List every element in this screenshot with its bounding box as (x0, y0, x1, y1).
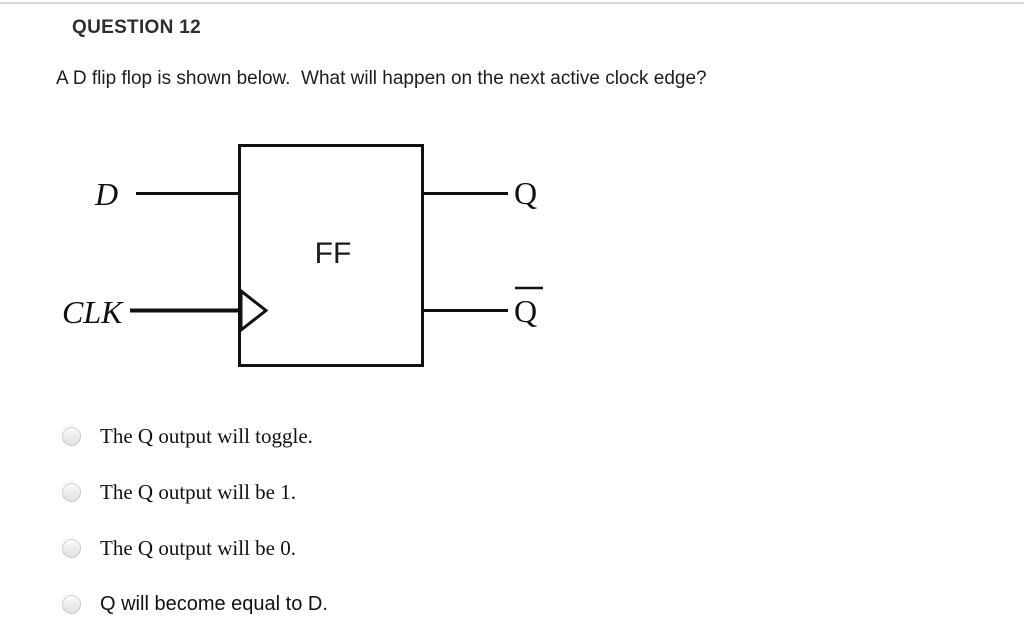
ff-body-box (238, 144, 424, 367)
answer-option-label-4[interactable]: Q will become equal to D. (100, 592, 328, 615)
clock-triangle-icon (239, 287, 269, 334)
input-label-d: D (94, 176, 118, 212)
answer-option-label-2[interactable]: The Q output will be 1. (100, 479, 296, 504)
page-title: QUESTION 12 (72, 17, 201, 38)
answer-option-3[interactable]: The Q output will be 0. (62, 520, 762, 576)
answer-option-1[interactable]: The Q output will toggle. (62, 408, 762, 464)
question-prompt: A D flip flop is shown below. What will … (56, 68, 707, 89)
radio-button-icon-2[interactable] (62, 482, 81, 502)
answer-option-4[interactable]: Q will become equal to D. (62, 576, 762, 632)
ff-body-label: FF (315, 237, 352, 270)
output-label-qbar: Q (514, 293, 537, 329)
answer-option-label-3[interactable]: The Q output will be 0. (100, 535, 296, 560)
top-divider (0, 2, 1024, 4)
radio-button-icon-1[interactable] (62, 426, 81, 446)
input-label-clk: CLK (62, 294, 124, 330)
radio-button-icon-4[interactable] (62, 594, 81, 614)
output-label-q: Q (514, 175, 537, 211)
answer-option-2[interactable]: The Q output will be 1. (62, 464, 762, 520)
answer-option-label-1[interactable]: The Q output will toggle. (100, 423, 313, 448)
answer-options-list: The Q output will toggle. The Q output w… (62, 408, 762, 632)
radio-button-icon-3[interactable] (62, 538, 81, 558)
